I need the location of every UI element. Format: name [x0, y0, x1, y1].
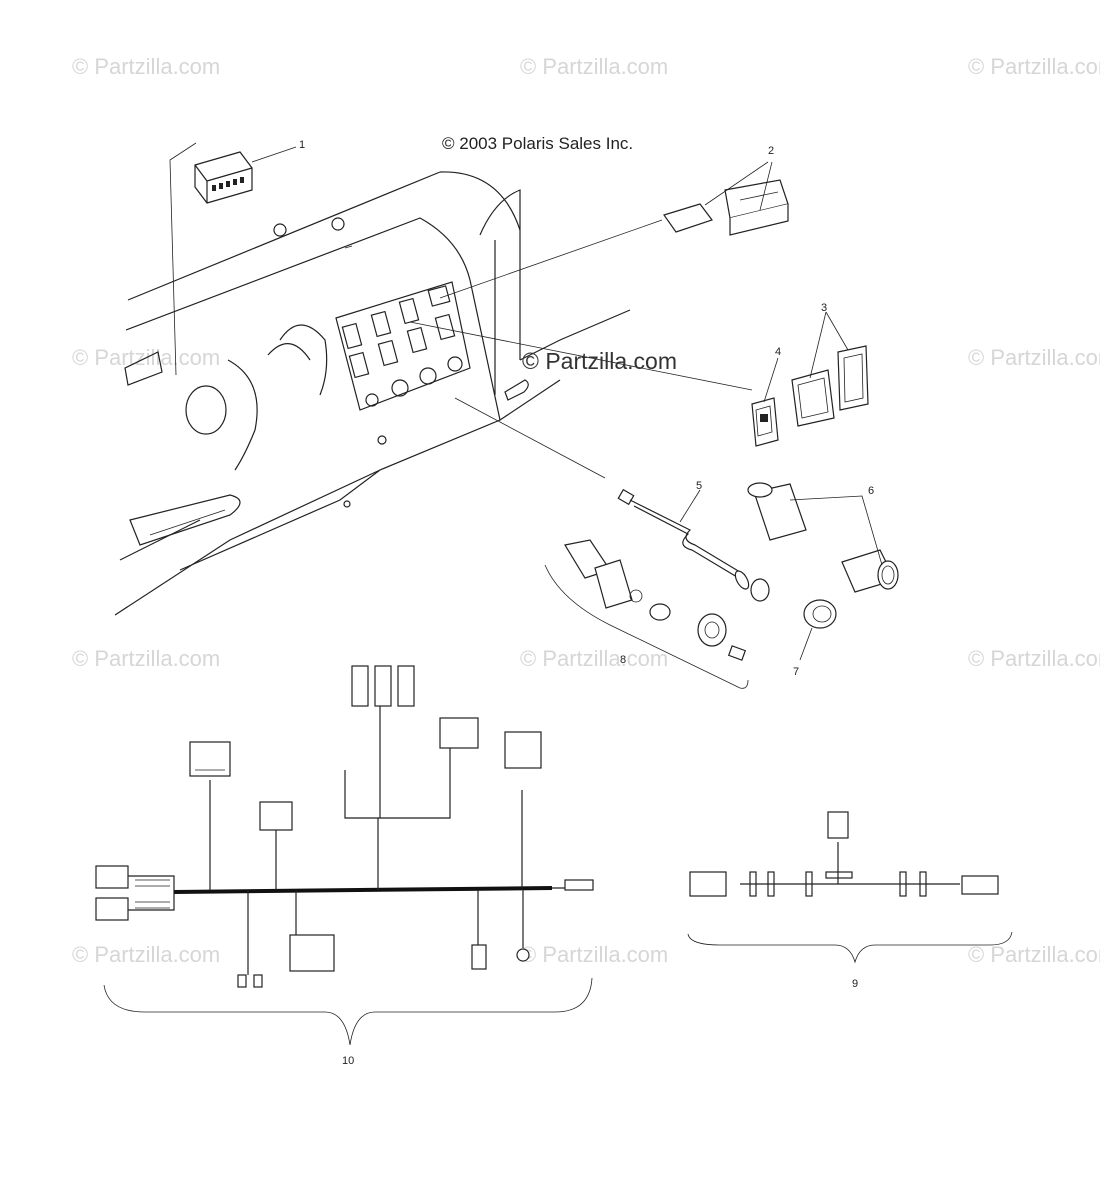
part-6-socket [747, 482, 899, 593]
callout-3: 3 [821, 302, 827, 314]
callout-6: 6 [868, 485, 874, 497]
callout-8: 8 [620, 654, 626, 666]
part-10-main-harness [95, 665, 594, 1046]
watermark: © Partzilla.com [520, 646, 669, 671]
callout-7: 7 [793, 666, 799, 678]
callout-1: 1 [299, 139, 305, 151]
dashboard-panel [114, 171, 631, 616]
watermark: © Partzilla.com [968, 345, 1100, 370]
part-4-switch [409, 321, 779, 447]
watermark: © Partzilla.com [72, 646, 221, 671]
callout-5: 5 [696, 480, 702, 492]
callout-9: 9 [852, 978, 858, 990]
watermark: © Partzilla.com [968, 54, 1100, 79]
watermark: © Partzilla.com [72, 942, 221, 967]
part-1-connector [169, 142, 297, 376]
center-watermark: © Partzilla.com [522, 348, 677, 374]
part-7-ring [799, 599, 837, 661]
callout-10: 10 [342, 1055, 354, 1067]
watermark: © Partzilla.com [968, 942, 1100, 967]
watermark: © Partzilla.com [968, 646, 1100, 671]
watermark: © Partzilla.com [520, 942, 669, 967]
part-8-switch-assembly [544, 539, 749, 689]
part-5-cable [454, 397, 770, 602]
part-3-rocker-covers [791, 311, 869, 427]
watermark: © Partzilla.com [520, 54, 669, 79]
part-2-bezel [439, 161, 789, 299]
watermark: © Partzilla.com [72, 54, 221, 79]
copyright-text: © 2003 Polaris Sales Inc. [442, 134, 634, 153]
part-9-secondary-harness [687, 811, 1013, 964]
callout-2: 2 [768, 145, 774, 157]
callout-4: 4 [775, 346, 781, 358]
